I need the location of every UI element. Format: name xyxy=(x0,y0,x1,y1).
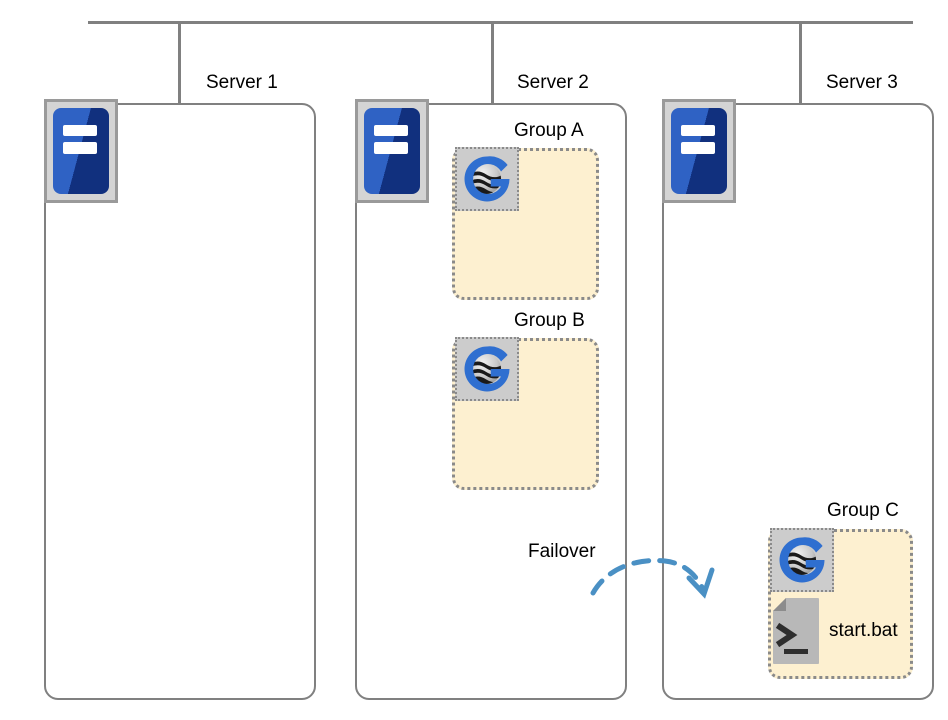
server-label-1: Server 1 xyxy=(206,72,278,93)
server-slot-bar xyxy=(373,142,409,154)
network-drop-line-server-3 xyxy=(799,21,802,103)
cluster-g-icon-c[interactable] xyxy=(770,528,834,592)
bat-file-label: start.bat xyxy=(829,620,898,641)
server-slot-bar xyxy=(680,142,716,154)
bat-file-icon xyxy=(772,597,820,665)
server-slot-bar xyxy=(62,125,98,137)
cluster-g-icon-a[interactable] xyxy=(455,147,519,211)
failover-arrow-icon xyxy=(585,548,720,608)
cluster-g-icon-b[interactable] xyxy=(455,337,519,401)
server-chassis xyxy=(364,108,420,194)
server-icon-2[interactable] xyxy=(355,99,429,203)
network-bus-line xyxy=(88,21,913,24)
group-label-a: Group A xyxy=(514,120,584,141)
server-slot-bar xyxy=(373,125,409,137)
server-icon-1[interactable] xyxy=(44,99,118,203)
server-chassis xyxy=(671,108,727,194)
group-label-b: Group B xyxy=(514,310,585,331)
server-slot-bar xyxy=(680,125,716,137)
group-label-c: Group C xyxy=(827,500,899,521)
network-drop-line-server-1 xyxy=(178,21,181,103)
server-chassis xyxy=(53,108,109,194)
failover-label: Failover xyxy=(528,541,596,562)
server-slot-bar xyxy=(62,142,98,154)
server-label-3: Server 3 xyxy=(826,72,898,93)
resource-start-bat[interactable]: start.bat xyxy=(772,597,898,665)
server-icon-3[interactable] xyxy=(662,99,736,203)
server-label-2: Server 2 xyxy=(517,72,589,93)
network-drop-line-server-2 xyxy=(491,21,494,103)
